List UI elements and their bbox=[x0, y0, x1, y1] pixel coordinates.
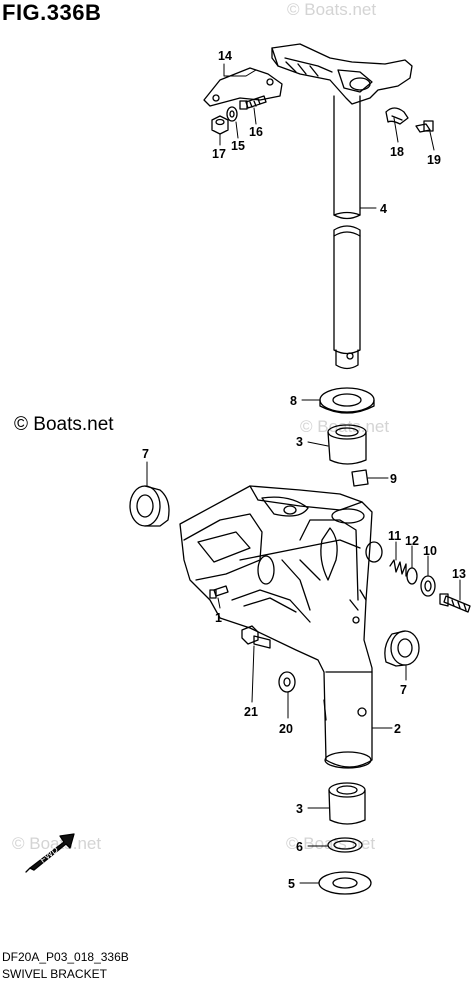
leader-lines bbox=[146, 63, 461, 884]
o-ring-6 bbox=[327, 837, 363, 853]
watermark-main: © Boats.net bbox=[14, 414, 114, 435]
nut-10 bbox=[420, 575, 436, 597]
washer-8 bbox=[319, 387, 375, 414]
screw-19 bbox=[415, 120, 434, 133]
watermark-faint-top: © Boats.net bbox=[287, 0, 377, 19]
figure-code: DF20A_P03_018_336B bbox=[2, 950, 129, 964]
bolt-1 bbox=[209, 585, 229, 599]
upper-bracket-part bbox=[203, 43, 413, 107]
bolt-16 bbox=[239, 95, 267, 110]
spring-11 bbox=[389, 559, 407, 577]
callout-16: 16 bbox=[249, 125, 263, 139]
bushing-3-upper bbox=[327, 424, 367, 465]
callout-21: 21 bbox=[244, 705, 258, 719]
callout-7-right: 7 bbox=[400, 683, 407, 697]
callout-4: 4 bbox=[380, 202, 387, 216]
callout-14: 14 bbox=[218, 49, 232, 63]
callout-3-upper: 3 bbox=[296, 435, 303, 449]
callout-17: 17 bbox=[212, 147, 226, 161]
callout-numbers: 14 17 15 16 18 19 4 8 3 9 7 11 12 10 13 … bbox=[142, 49, 466, 891]
callout-18: 18 bbox=[390, 145, 404, 159]
callout-20: 20 bbox=[279, 722, 293, 736]
callout-12: 12 bbox=[405, 534, 419, 548]
bushing-3-lower bbox=[328, 782, 366, 825]
callout-3-lower: 3 bbox=[296, 802, 303, 816]
steering-shaft-4 bbox=[333, 95, 361, 370]
callout-15: 15 bbox=[231, 139, 245, 153]
callout-8: 8 bbox=[290, 394, 297, 408]
watermark-faint-bottom-left: © Boats.net bbox=[12, 834, 102, 853]
fwd-arrow-icon bbox=[25, 833, 75, 873]
callout-11: 11 bbox=[388, 529, 401, 543]
callout-1: 1 bbox=[215, 611, 222, 625]
figure-title: FIG.336B bbox=[2, 0, 102, 25]
washer-20 bbox=[278, 671, 296, 693]
bolt-13 bbox=[439, 593, 471, 613]
nut-17 bbox=[211, 115, 229, 135]
callout-5: 5 bbox=[288, 877, 295, 891]
spacer-9 bbox=[351, 469, 369, 487]
clip-18 bbox=[385, 107, 409, 125]
bushing-7-right bbox=[384, 630, 420, 667]
callout-10: 10 bbox=[423, 544, 437, 558]
callout-13: 13 bbox=[452, 567, 466, 581]
washer-5 bbox=[318, 871, 372, 895]
figure-name: SWIVEL BRACKET bbox=[2, 967, 107, 981]
bolt-21 bbox=[241, 625, 271, 649]
callout-9: 9 bbox=[390, 472, 397, 486]
callout-2: 2 bbox=[394, 722, 401, 736]
washer-12 bbox=[406, 567, 418, 585]
swivel-bracket-body bbox=[179, 485, 383, 769]
watermark-faint-mid: © Boats.net bbox=[300, 417, 390, 436]
callout-6: 6 bbox=[296, 840, 303, 854]
callout-7-left: 7 bbox=[142, 447, 149, 461]
washer-15 bbox=[226, 106, 238, 122]
callout-19: 19 bbox=[427, 153, 441, 167]
bushing-7-left bbox=[129, 485, 170, 527]
